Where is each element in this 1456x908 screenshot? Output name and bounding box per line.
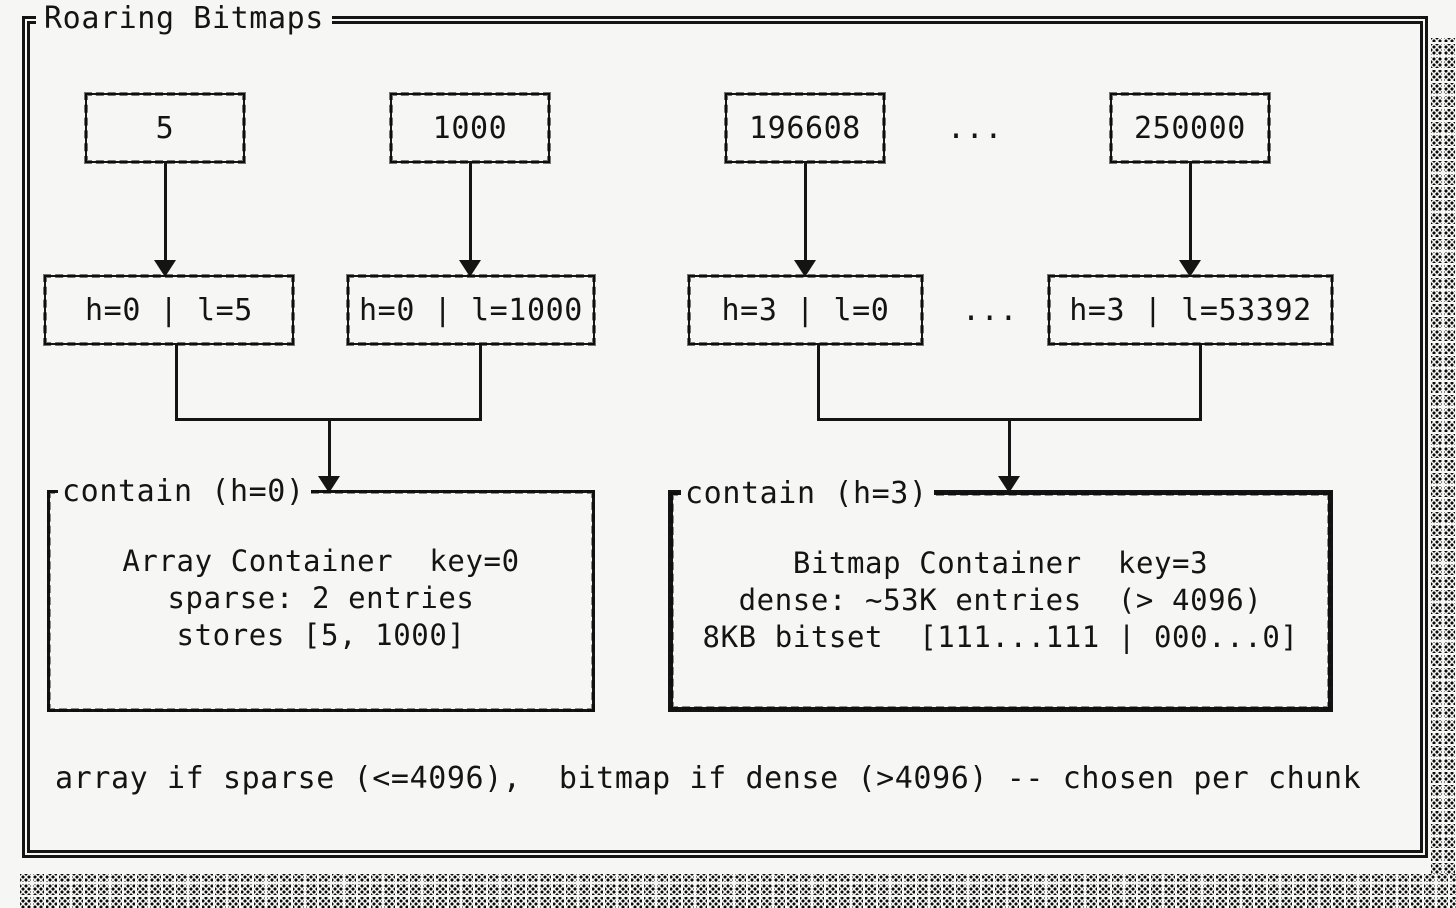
connector-line — [817, 345, 820, 421]
value-box: 196608 — [724, 92, 886, 164]
arrow-down-icon — [318, 476, 340, 493]
caption: array if sparse (<=4096), bitmap if dens… — [55, 761, 1362, 796]
arrow-down-icon — [459, 260, 481, 277]
connector-line — [328, 418, 331, 478]
ellipsis: ... — [935, 93, 1015, 163]
arrow-down-icon — [794, 260, 816, 277]
container-title: Array Container key=0 — [122, 544, 520, 578]
connector-line — [804, 163, 807, 262]
value-label: 1000 — [432, 110, 508, 146]
halftone-shadow-right — [1431, 38, 1456, 874]
arrow-down-icon — [154, 260, 176, 277]
arrow-down-icon — [1179, 260, 1201, 277]
connector-line — [164, 163, 167, 262]
value-box: 250000 — [1109, 92, 1271, 164]
ellipsis: ... — [950, 275, 1030, 345]
container-legend: contain (h=0) — [58, 474, 311, 510]
chunk-label: h=3 | l=0 — [721, 292, 890, 328]
value-box: 1000 — [389, 92, 551, 164]
bitmap-container: contain (h=3) Bitmap Container key=3 den… — [668, 476, 1333, 712]
value-label: 5 — [155, 110, 175, 146]
chunk-label: h=3 | l=53392 — [1069, 292, 1312, 328]
connector-line — [469, 163, 472, 262]
diagram-frame — [22, 16, 1428, 858]
chunk-box: h=3 | l=0 — [687, 274, 924, 346]
container-line: 8KB bitset [111...111 | 000...0] — [702, 620, 1299, 654]
chunk-box: h=0 | l=5 — [43, 274, 295, 346]
ellipsis-label: ... — [947, 110, 1003, 146]
chunk-label: h=0 | l=5 — [85, 292, 253, 328]
halftone-shadow-bottom — [20, 874, 1456, 908]
connector-line — [175, 345, 178, 421]
frame-title: Roaring Bitmaps — [36, 1, 332, 37]
connector-line — [1199, 345, 1202, 421]
connector-line — [479, 345, 482, 421]
chunk-label: h=0 | l=1000 — [359, 292, 583, 328]
array-container: contain (h=0) Array Container key=0 spar… — [47, 474, 595, 712]
connector-line — [1189, 163, 1192, 262]
ellipsis-label: ... — [962, 292, 1018, 328]
container-title: Bitmap Container key=3 — [792, 546, 1209, 580]
arrow-down-icon — [998, 476, 1020, 493]
value-label: 196608 — [749, 110, 861, 146]
value-box: 5 — [84, 92, 246, 164]
chunk-box: h=0 | l=1000 — [346, 274, 596, 346]
container-line: stores [5, 1000] — [176, 618, 466, 652]
container-line: dense: ~53K entries (> 4096) — [738, 583, 1263, 617]
container-line: sparse: 2 entries — [167, 581, 475, 615]
connector-line — [1008, 418, 1011, 478]
chunk-box: h=3 | l=53392 — [1047, 274, 1334, 346]
value-label: 250000 — [1134, 110, 1246, 146]
container-legend: contain (h=3) — [681, 476, 934, 512]
